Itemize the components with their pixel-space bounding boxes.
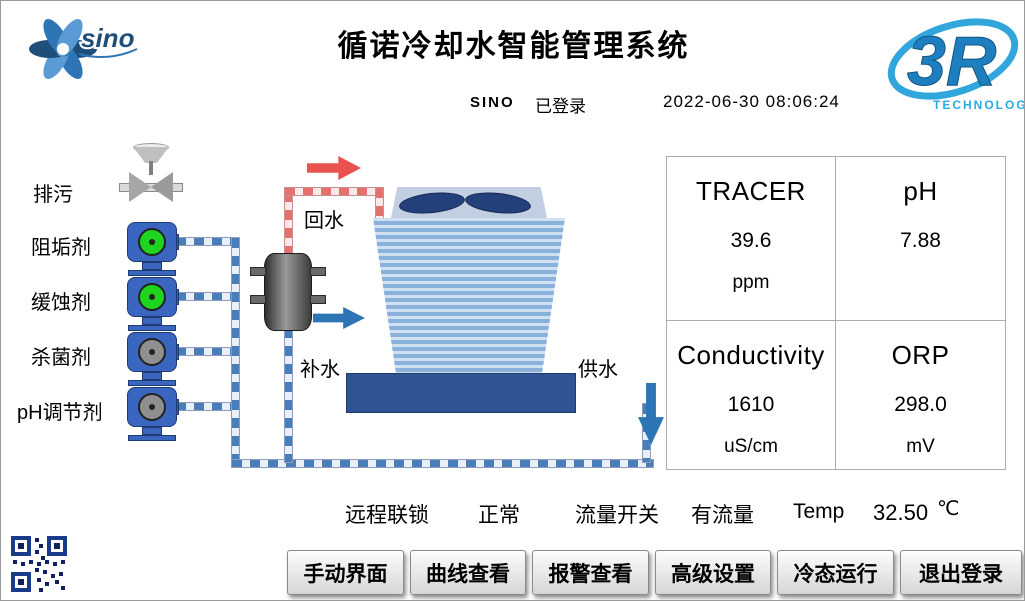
scale-inhibitor-label: 阻垢剂 (31, 237, 91, 259)
pump-pedestal (142, 262, 162, 270)
pipe-pump-4 (175, 402, 237, 411)
pump-scale-inhibitor[interactable] (125, 222, 179, 278)
makeup-water-label: 补水 (300, 359, 340, 381)
pipe-pump-3 (175, 347, 237, 356)
reading-unit: uS/cm (724, 436, 778, 457)
pump-base (128, 325, 176, 331)
return-water-label: 回水 (304, 210, 344, 232)
page-title: 循诺冷却水智能管理系统 (337, 30, 690, 63)
manual-screen-button[interactable]: 手动界面 (287, 550, 404, 595)
vessel-nozzle (250, 267, 266, 276)
blowdown-valve-icon[interactable] (129, 172, 151, 202)
pump-pedestal (142, 427, 162, 435)
user-name: SINO (470, 94, 515, 111)
flow-switch-label: 流量开关 (575, 504, 659, 527)
3r-technology-logo: 3R TECHNOLOGY (887, 18, 1025, 112)
pipe-return-drop (375, 187, 384, 221)
temp-unit: ℃ (937, 498, 960, 520)
reading-unit: ppm (732, 272, 770, 293)
login-status-badge: 已登录 (535, 97, 586, 116)
pump-base (128, 435, 176, 441)
pump-shaft-dot (149, 404, 155, 410)
pipe-return-horizontal (284, 187, 384, 196)
interlock-label: 远程联锁 (345, 504, 429, 527)
qr-code (9, 534, 69, 594)
pump-corrosion-inhibitor[interactable] (125, 277, 179, 333)
blowdown-label: 排污 (33, 184, 73, 206)
reading-cell-ph: pH 7.88 (836, 157, 1005, 321)
pipe-bottom-loop (231, 459, 654, 468)
pump-base (128, 270, 176, 276)
pump-pedestal (142, 372, 162, 380)
advanced-settings-button[interactable]: 高级设置 (655, 550, 771, 595)
pipe-dosing-main (231, 237, 240, 468)
pump-pedestal (142, 317, 162, 325)
temp-label: Temp (793, 500, 845, 523)
vessel-nozzle (310, 267, 326, 276)
cooling-tower[interactable] (373, 218, 565, 374)
datetime-display: 2022-06-30 08:06:24 (663, 92, 840, 111)
reading-value: 39.6 (730, 229, 772, 252)
3r-logo-text: 3R (907, 22, 997, 100)
pump-shaft-dot (149, 239, 155, 245)
reading-value: 1610 (727, 393, 775, 416)
reading-unit: mV (906, 436, 935, 457)
vessel-nozzle (310, 295, 326, 304)
pipe-return-up (284, 191, 293, 257)
reading-name: pH (903, 176, 938, 206)
reading-name: ORP (891, 340, 950, 370)
reading-name: Conductivity (677, 340, 825, 370)
valve-stem (149, 161, 153, 175)
pump-shaft-dot (149, 349, 155, 355)
curve-view-button[interactable]: 曲线查看 (410, 550, 526, 595)
readings-panel: TRACER 39.6 ppm pH 7.88 Conductivity 161… (666, 156, 1006, 470)
reading-cell-tracer: TRACER 39.6 ppm (667, 157, 836, 321)
sino-logo-text: sino (81, 23, 135, 53)
pipe-pump-1 (175, 237, 237, 246)
pump-base (128, 380, 176, 386)
temp-value: 32.50 (873, 500, 929, 525)
filter-vessel[interactable] (264, 253, 312, 331)
reading-cell-conductivity: Conductivity 1610 uS/cm (667, 321, 836, 469)
return-flow-arrow-icon (307, 156, 361, 180)
blowdown-pipe (119, 183, 183, 192)
pump-shaft-dot (149, 294, 155, 300)
interlock-value: 正常 (478, 504, 520, 527)
3r-logo-subtext: TECHNOLOGY (933, 98, 1025, 112)
ph-adjuster-label: pH调节剂 (17, 402, 103, 424)
pump-biocide[interactable] (125, 332, 179, 388)
vessel-nozzle (250, 295, 266, 304)
alarm-view-button[interactable]: 报警查看 (532, 550, 649, 595)
flow-switch-value: 有流量 (691, 504, 754, 527)
tower-basin (346, 373, 576, 413)
reading-name: TRACER (696, 176, 806, 206)
logout-button[interactable]: 退出登录 (900, 550, 1022, 595)
makeup-flow-arrow-icon (313, 307, 365, 329)
reading-value: 7.88 (900, 229, 941, 252)
cold-run-button[interactable]: 冷态运行 (777, 550, 894, 595)
corrosion-inhibitor-label: 缓蚀剂 (31, 292, 91, 314)
pump-ph-adjuster[interactable] (125, 387, 179, 443)
biocide-label: 杀菌剂 (31, 347, 91, 369)
reading-cell-orp: ORP 298.0 mV (836, 321, 1005, 469)
pipe-pump-2 (175, 292, 237, 301)
supply-water-label: 供水 (578, 359, 618, 381)
pipe-vessel-down (284, 327, 293, 463)
sino-logo: sino (29, 19, 138, 79)
reading-value: 298.0 (894, 393, 947, 416)
blowdown-valve-icon[interactable] (151, 172, 173, 202)
